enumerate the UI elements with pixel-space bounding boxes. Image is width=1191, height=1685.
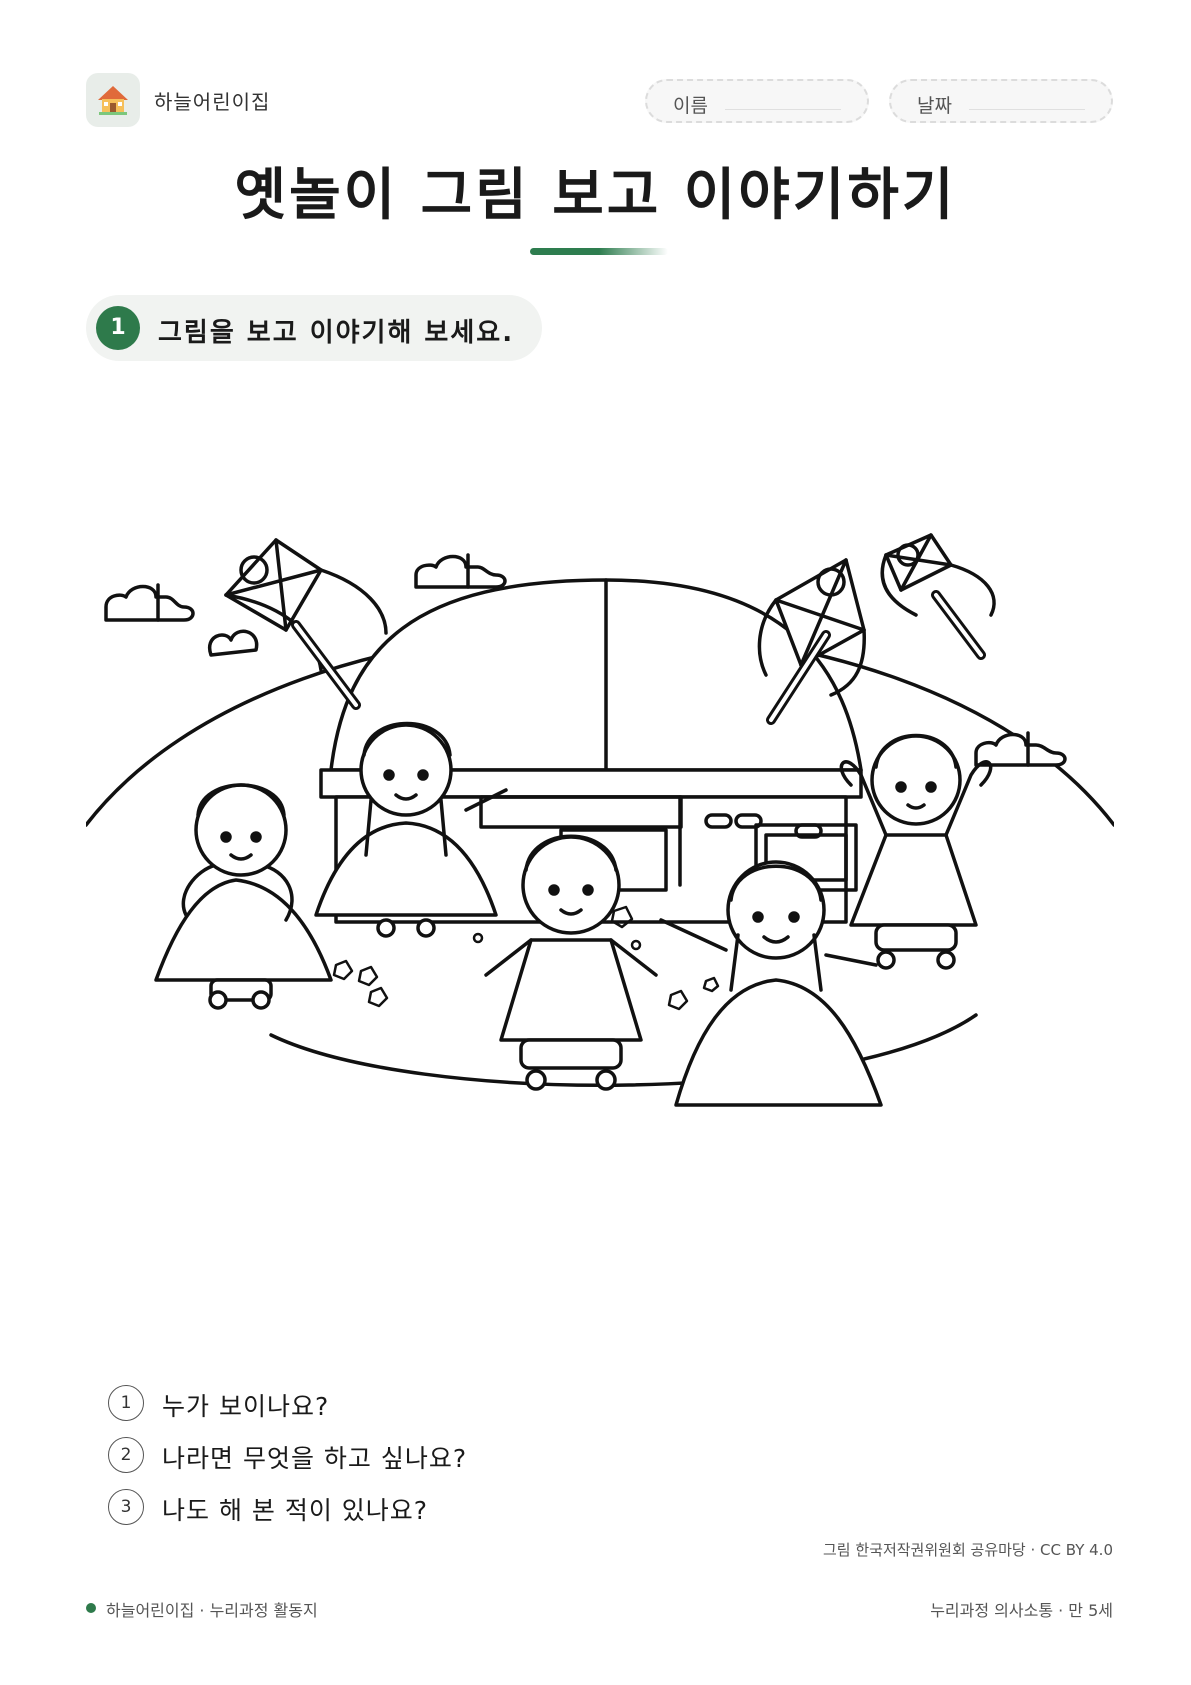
- section-instruction: 그림을 보고 이야기해 보세요.: [158, 318, 515, 348]
- footer-left-text: 하늘어린이집 · 누리과정 활동지: [106, 1601, 318, 1620]
- question-number: 2: [108, 1437, 144, 1473]
- date-line: [969, 109, 1085, 110]
- name-line: [725, 109, 841, 110]
- brand-name: 하늘어린이집: [154, 90, 271, 114]
- child-4: [659, 860, 883, 1107]
- question-number: 3: [108, 1489, 144, 1525]
- date-label: 날짜: [917, 95, 952, 117]
- cloud-center: [414, 553, 507, 589]
- kite-right: [880, 533, 996, 660]
- kite-left: [224, 538, 388, 710]
- title-underline: [530, 248, 668, 255]
- page-title: 옛놀이 그림 보고 이야기하기: [234, 163, 957, 228]
- kite-middle: [757, 558, 866, 725]
- question-text: 누가 보이나요?: [162, 1392, 330, 1421]
- section-number-badge: 1: [96, 306, 140, 350]
- image-credit: 그림 한국저작권위원회 공유마당 · CC BY 4.0: [822, 1541, 1113, 1559]
- question-text: 나라면 무엇을 하고 싶나요?: [162, 1444, 468, 1473]
- name-label: 이름: [673, 95, 708, 117]
- question-text: 나도 해 본 적이 있나요?: [162, 1496, 429, 1525]
- footer-bullet: [86, 1603, 96, 1613]
- section-header: 1 그림을 보고 이야기해 보세요.: [86, 295, 542, 361]
- gonggi-stones: [332, 905, 720, 1011]
- child-5: [839, 733, 993, 970]
- child-1: [154, 783, 333, 1010]
- child-2: [314, 721, 508, 938]
- house-icon: [98, 86, 128, 115]
- illustration: [86, 533, 1114, 1107]
- logo: [86, 73, 140, 127]
- footer-right-text: 누리과정 의사소통 · 만 5세: [930, 1601, 1113, 1620]
- date-field[interactable]: 날짜: [889, 79, 1113, 123]
- cloud-left: [104, 583, 195, 622]
- question-number: 1: [108, 1385, 144, 1421]
- name-field[interactable]: 이름: [645, 79, 869, 123]
- cloud-right: [974, 731, 1067, 767]
- child-3: [484, 834, 658, 1091]
- cloud-small-left: [207, 629, 259, 657]
